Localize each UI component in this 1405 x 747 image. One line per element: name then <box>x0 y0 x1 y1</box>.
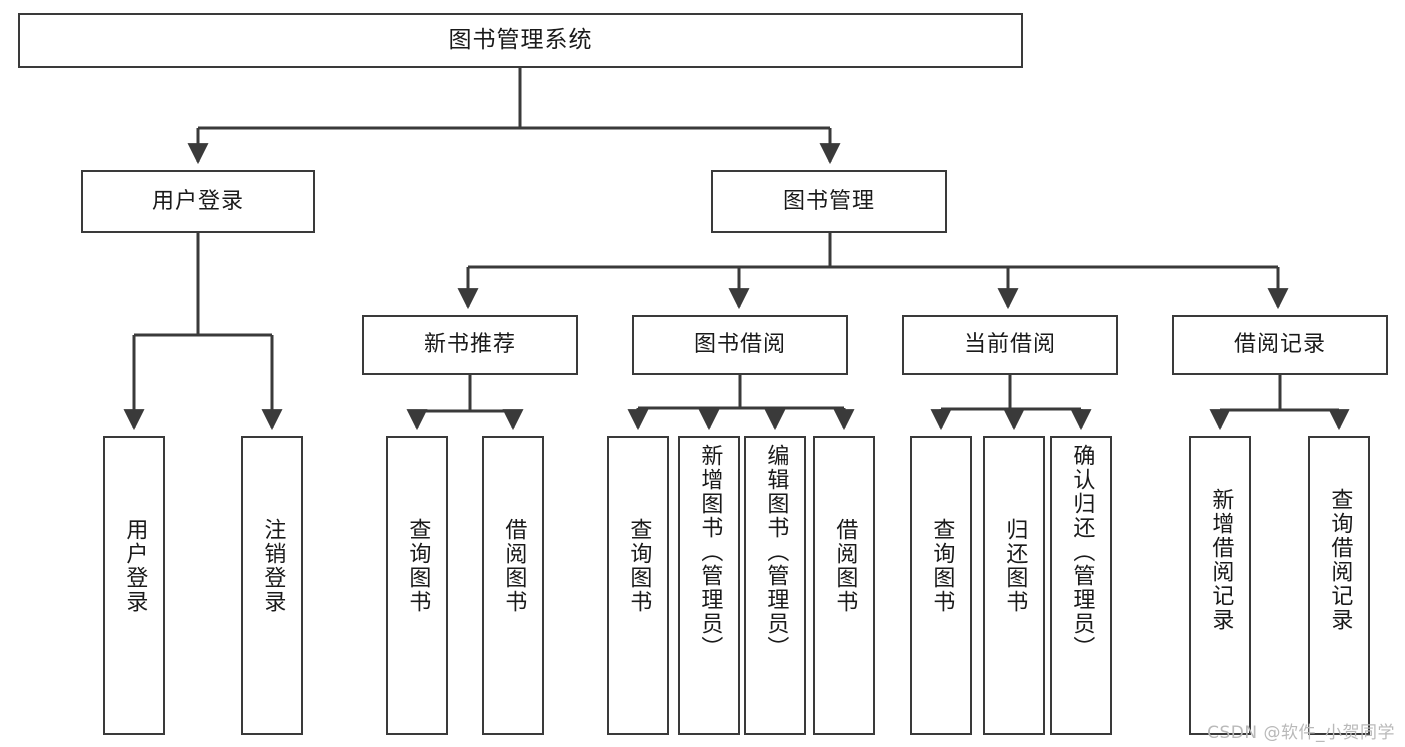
leaf-query-book-cur[interactable]: 查询图书 <box>910 436 972 735</box>
leaf-logout[interactable]: 注销登录 <box>241 436 303 735</box>
leaf-return-book[interactable]: 归还图书 <box>983 436 1045 735</box>
leaf-edit-book-label: 编辑图书（管理员） <box>763 444 789 660</box>
node-borrow-record-label: 借阅记录 <box>1233 332 1326 358</box>
leaf-add-book[interactable]: 新增图书（管理员） <box>678 436 740 735</box>
leaf-user-login[interactable]: 用户登录 <box>103 436 165 735</box>
leaf-borrow-book-rec[interactable]: 借阅图书 <box>482 436 544 735</box>
node-user-login-label: 用户登录 <box>151 188 244 214</box>
leaf-query-book-rec[interactable]: 查询图书 <box>386 436 448 735</box>
leaf-borrow-book[interactable]: 借阅图书 <box>813 436 875 735</box>
node-book-manage-label: 图书管理 <box>782 188 875 214</box>
leaf-query-book-rec-label: 查询图书 <box>405 518 431 614</box>
leaf-borrow-book-label: 借阅图书 <box>832 518 858 614</box>
node-root[interactable]: 图书管理系统 <box>18 13 1023 68</box>
leaf-query-record-label: 查询借阅记录 <box>1327 488 1353 632</box>
leaf-return-book-label: 归还图书 <box>1002 518 1028 614</box>
node-user-login[interactable]: 用户登录 <box>81 170 315 233</box>
node-current-borrow-label: 当前借阅 <box>963 332 1056 358</box>
node-new-book-rec[interactable]: 新书推荐 <box>362 315 578 375</box>
leaf-edit-book[interactable]: 编辑图书（管理员） <box>744 436 806 735</box>
leaf-query-book-borrow[interactable]: 查询图书 <box>607 436 669 735</box>
leaf-confirm-return[interactable]: 确认归还（管理员） <box>1050 436 1112 735</box>
node-new-book-rec-label: 新书推荐 <box>423 332 516 358</box>
leaf-logout-label: 注销登录 <box>260 518 286 614</box>
leaf-query-book-cur-label: 查询图书 <box>929 518 955 614</box>
leaf-user-login-label: 用户登录 <box>122 518 148 614</box>
node-current-borrow[interactable]: 当前借阅 <box>902 315 1118 375</box>
leaf-query-book-borrow-label: 查询图书 <box>626 518 652 614</box>
node-root-label: 图书管理系统 <box>448 27 593 54</box>
leaf-query-record[interactable]: 查询借阅记录 <box>1308 436 1370 735</box>
leaf-add-record[interactable]: 新增借阅记录 <box>1189 436 1251 735</box>
leaf-add-record-label: 新增借阅记录 <box>1208 488 1234 632</box>
node-book-manage[interactable]: 图书管理 <box>711 170 947 233</box>
node-book-borrow[interactable]: 图书借阅 <box>632 315 848 375</box>
leaf-add-book-label: 新增图书（管理员） <box>697 444 723 660</box>
leaf-borrow-book-rec-label: 借阅图书 <box>501 518 527 614</box>
leaf-confirm-return-label: 确认归还（管理员） <box>1069 444 1095 660</box>
node-borrow-record[interactable]: 借阅记录 <box>1172 315 1388 375</box>
node-book-borrow-label: 图书借阅 <box>693 332 786 358</box>
